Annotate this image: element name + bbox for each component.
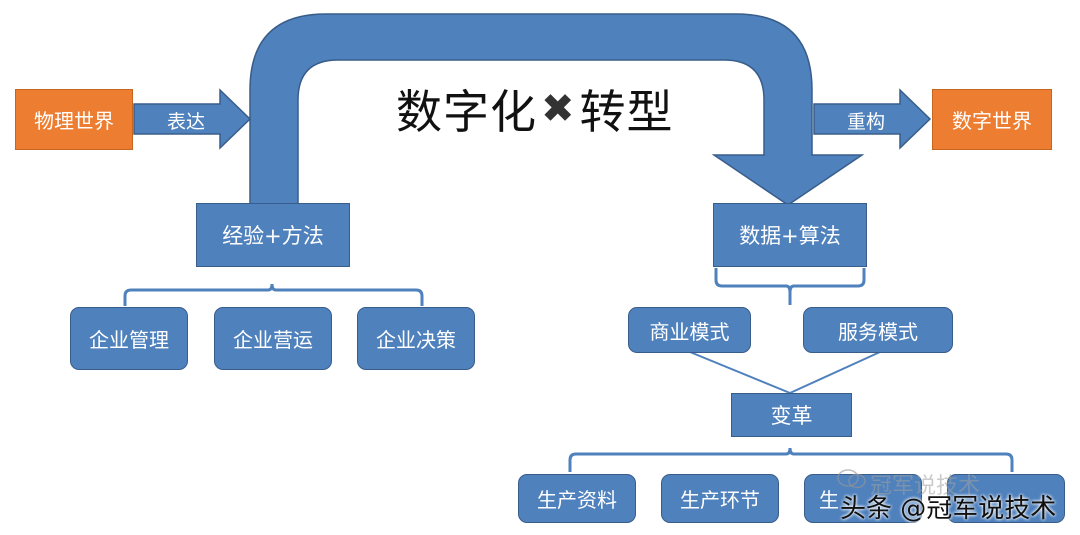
multiply-icon: ✖ (541, 86, 576, 132)
physical-world-box: 物理世界 (15, 89, 133, 150)
production-fourth-box (947, 474, 1065, 523)
title-left: 数字化 (396, 85, 537, 139)
merge-connector-right (789, 351, 881, 394)
transformation-box: 变革 (731, 393, 852, 437)
merge-connector-left (689, 351, 791, 394)
service-model-box: 服务模式 (803, 307, 953, 353)
digital-world-box: 数字世界 (932, 89, 1052, 150)
enterprise-operation-box: 企业营运 (214, 307, 332, 370)
reconstruct-label: 重构 (847, 111, 886, 133)
page-title: 数字化 ✖ 转型 (396, 76, 674, 142)
results-bracket (568, 447, 1014, 472)
business-model-box: 商业模式 (628, 307, 751, 353)
express-label: 表达 (167, 111, 206, 133)
enterprise-management-box: 企业管理 (70, 307, 188, 370)
left-branch-bracket (123, 283, 424, 306)
watermark-faint: 冠军说技术 (870, 474, 981, 499)
production-third-box: 生 (804, 474, 922, 523)
watermark-bold: 头条 @冠军说技术 (840, 494, 1057, 524)
data-algorithm-box: 数据+算法 (713, 203, 867, 267)
enterprise-decision-box: 企业决策 (357, 307, 475, 370)
production-stage-box: 生产环节 (661, 474, 779, 523)
right-branch-bracket (714, 268, 866, 293)
experience-method-box: 经验+方法 (196, 203, 350, 267)
title-right: 转型 (579, 85, 674, 139)
reconstruct-arrow (813, 88, 932, 150)
production-materials-box: 生产资料 (518, 474, 636, 523)
wechat-icon (837, 469, 866, 489)
express-arrow (133, 88, 252, 150)
transformation-arc-arrow (249, 13, 865, 206)
